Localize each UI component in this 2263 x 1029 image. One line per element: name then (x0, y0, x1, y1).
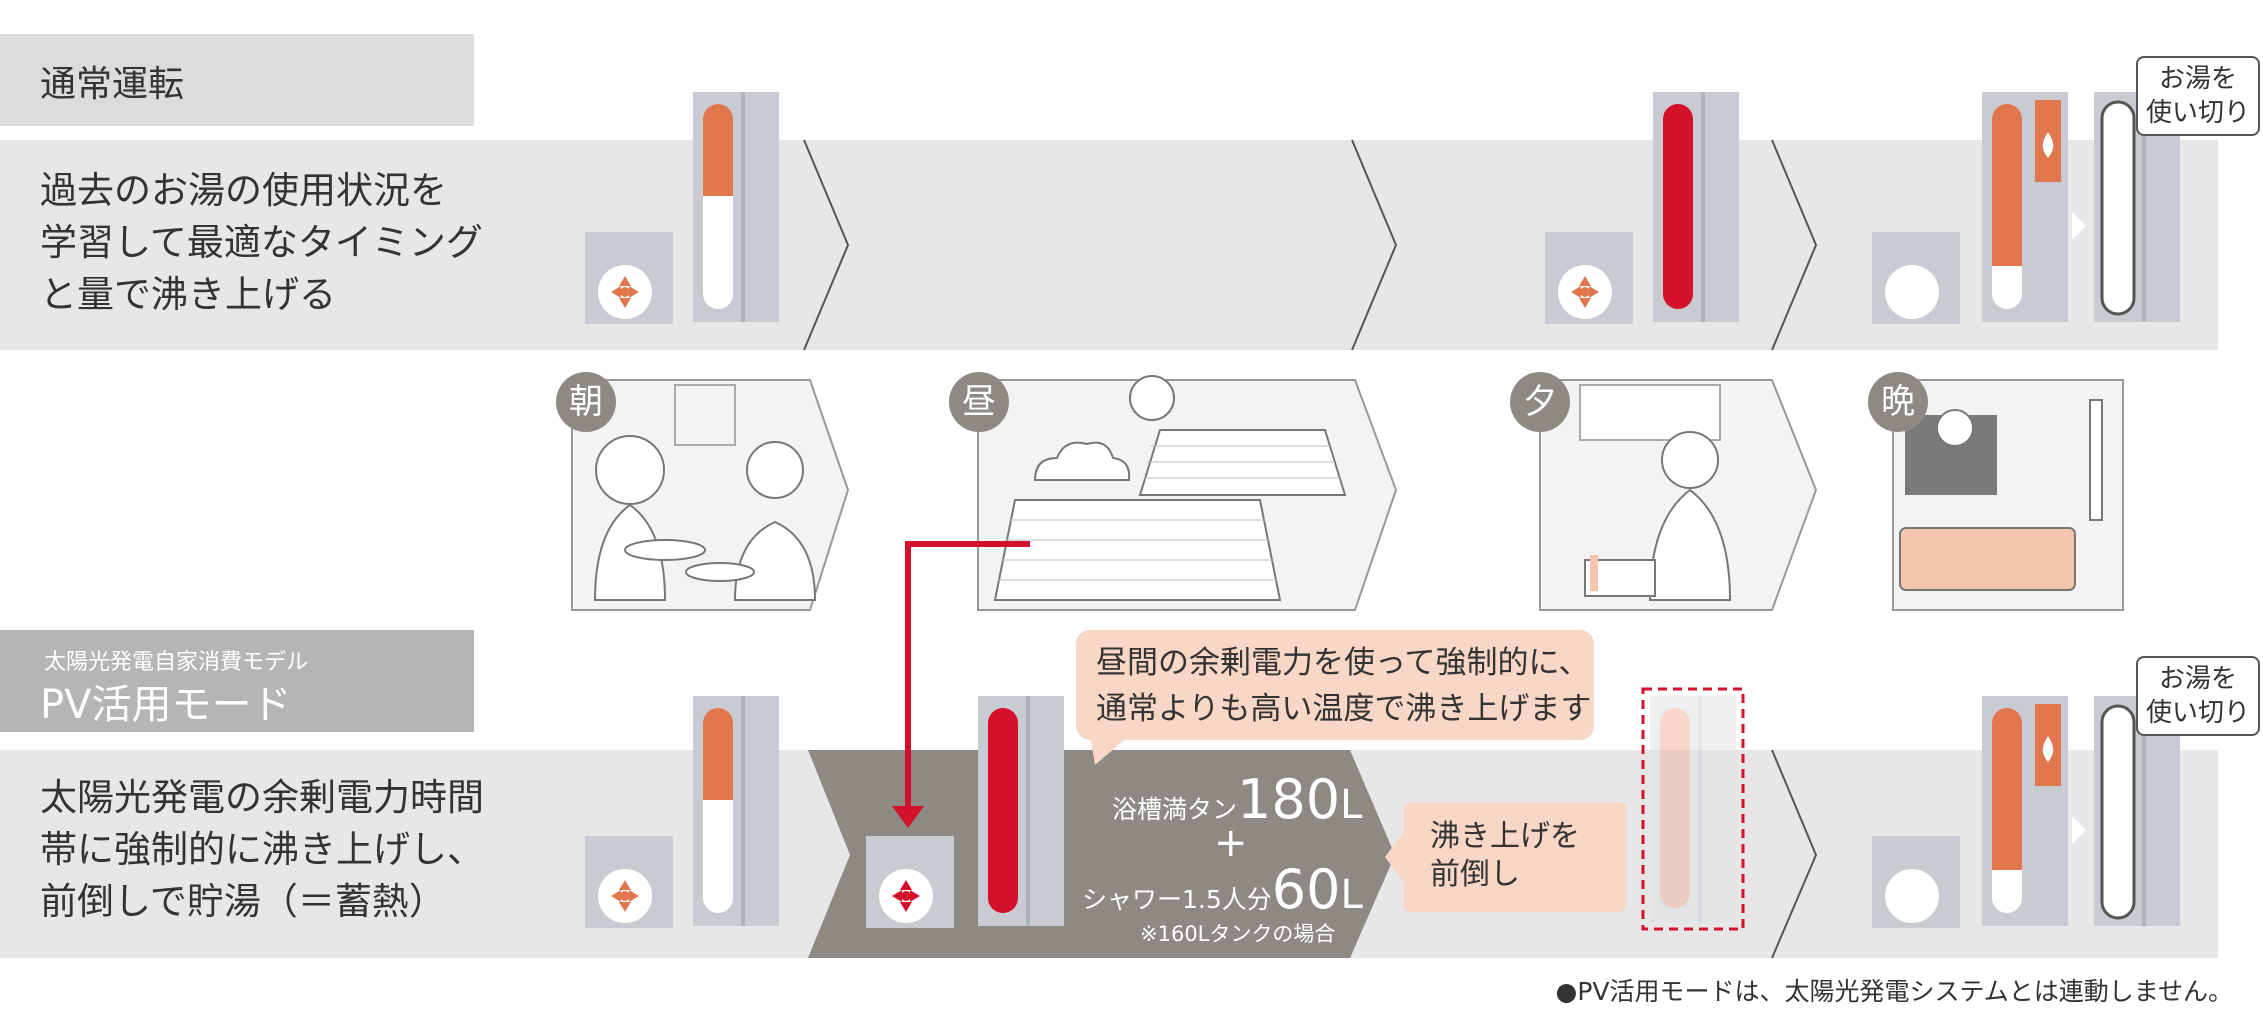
bath-capacity: 浴槽満タン180L (1112, 768, 1362, 831)
forced-heating-bubble: 昼間の余剰電力を使って強制的に、 通常よりも高い温度で沸き上げます (1076, 630, 1594, 740)
noon-scene (977, 375, 1398, 611)
bubble-tail (1090, 735, 1130, 765)
pv-mode-subtitle: 太陽光発電自家消費モデル (44, 650, 309, 675)
morning-badge: 朝 (556, 372, 616, 432)
bubble-line: 沸き上げを (1430, 819, 1580, 854)
heat-pump-unit-active (866, 836, 954, 928)
normal-mode-title: 通常運転 (40, 64, 185, 105)
morning-scene (571, 379, 850, 611)
water-tank-in-use (1982, 92, 2068, 322)
night-badge: 晩 (1868, 372, 1928, 432)
water-tank-faded (1650, 696, 1736, 922)
shower-unit: L (1340, 872, 1363, 918)
heat-pump-unit (1545, 232, 1633, 324)
shower-value: 60 (1271, 858, 1341, 921)
night-scene (1892, 379, 2124, 611)
desc-line: 学習して最適なタイミング (40, 221, 483, 264)
water-tank (693, 92, 779, 322)
pv-mode-title: PV活用モード (40, 682, 292, 728)
advance-heating-bubble: 沸き上げを 前倒し (1404, 802, 1626, 912)
normal-mode-label-box (0, 34, 474, 126)
noon-badge: 昼 (949, 372, 1009, 432)
heat-pump-unit (585, 232, 673, 324)
bubble-line: 昼間の余剰電力を使って強制的に、 (1096, 645, 1590, 681)
callout-line: お湯を (2158, 664, 2237, 694)
arrow-head-icon (892, 806, 924, 828)
water-tank-full (978, 696, 1064, 926)
pv-mode-description: 太陽光発電の余剰電力時間 帯に強制的に沸き上げし、 前倒しで貯湯（＝蓄熱） (40, 772, 484, 928)
desc-line: 太陽光発電の余剰電力時間 (40, 776, 484, 819)
desc-line: 帯に強制的に沸き上げし、 (40, 828, 484, 871)
advance-bubble-pointer (1385, 830, 1405, 884)
used-up-callout: お湯を 使い切り (2136, 656, 2260, 736)
evening-badge: 夕 (1510, 372, 1570, 432)
dashed-outline (1641, 687, 1745, 931)
footnote: ●PV活用モードは、太陽光発電システムとは連動しません。 (1555, 977, 2234, 1006)
normal-mode-band (0, 140, 2218, 350)
tank-note: ※160Lタンクの場合 (1140, 922, 1336, 946)
bath-label: 浴槽満タン (1112, 795, 1238, 824)
shower-capacity: シャワー1.5人分60L (1082, 858, 1363, 921)
power-flow-arrow (905, 541, 1030, 808)
desc-line: と量で沸き上げる (40, 273, 336, 316)
callout-line: お湯を (2158, 64, 2237, 94)
arrow-icon (2072, 816, 2086, 844)
heat-pump-unit-idle (1872, 232, 1960, 324)
bath-unit: L (1340, 782, 1363, 828)
desc-line: 過去のお湯の使用状況を (40, 169, 447, 212)
bath-value: 180 (1237, 768, 1341, 831)
desc-line: 前倒しで貯湯（＝蓄熱） (40, 880, 446, 923)
bubble-line: 前倒し (1430, 857, 1520, 892)
normal-mode-description: 過去のお湯の使用状況を 学習して最適なタイミング と量で沸き上げる (40, 165, 483, 321)
water-tank-full (1653, 92, 1739, 322)
chevron-separator (803, 139, 850, 351)
water-tank-in-use (1982, 696, 2068, 926)
used-up-callout: お湯を 使い切り (2136, 56, 2260, 136)
chevron-separator (1351, 139, 1398, 351)
plus-sign: + (1214, 820, 1248, 866)
chevron-separator (1771, 749, 1818, 959)
heat-pump-unit-idle (1872, 836, 1960, 928)
evening-scene (1539, 379, 1818, 611)
pv-highlight-area (808, 750, 1395, 958)
chevron-separator (1771, 139, 1818, 351)
callout-line: 使い切り (2145, 698, 2250, 728)
shower-label: シャワー1.5人分 (1082, 885, 1272, 914)
water-tank (693, 696, 779, 926)
arrow-icon (2072, 212, 2086, 240)
heat-pump-unit (585, 836, 673, 928)
bubble-line: 通常よりも高い温度で沸き上げます (1096, 691, 1592, 727)
pv-mode-label-box (0, 630, 474, 732)
callout-line: 使い切り (2145, 98, 2250, 128)
